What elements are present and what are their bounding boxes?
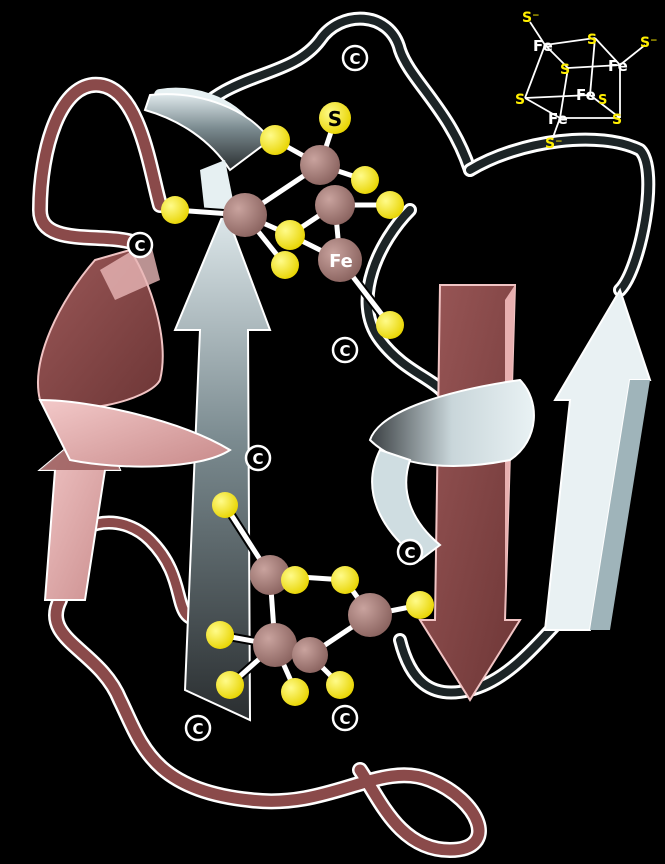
s-atom — [206, 621, 234, 649]
fe-atom — [315, 185, 355, 225]
inset-s: S — [515, 92, 525, 108]
fe4s4-cluster-schematic-inset: S⁻ Fe S S⁻ S Fe Fe S S Fe S S⁻ — [515, 10, 657, 152]
fe-atom — [300, 145, 340, 185]
svg-text:C: C — [252, 450, 263, 468]
inset-fe: Fe — [608, 57, 628, 75]
s-atom — [326, 671, 354, 699]
s-atom — [275, 220, 305, 250]
s-atom — [271, 251, 299, 279]
s-atom — [376, 311, 404, 339]
s-atom — [212, 492, 238, 518]
inset-fe: Fe — [576, 86, 596, 104]
carbon-atom: C — [398, 540, 422, 564]
carbon-atom: C — [246, 446, 270, 470]
s-atom — [260, 125, 290, 155]
inset-s: S — [598, 93, 607, 108]
inset-s: S — [560, 62, 570, 78]
inset-s-minus: S⁻ — [522, 10, 539, 26]
helix-right — [370, 380, 534, 466]
s-atom — [376, 191, 404, 219]
fe-atom — [253, 623, 297, 667]
inset-s: S — [612, 112, 622, 128]
inset-s: S — [587, 32, 597, 48]
inset-s-minus: S⁻ — [640, 35, 657, 51]
svg-text:C: C — [349, 50, 360, 68]
s-atom — [161, 196, 189, 224]
svg-text:C: C — [339, 342, 350, 360]
carbon-atom: C — [333, 338, 357, 362]
carbon-atom: C — [343, 46, 367, 70]
svg-text:C: C — [134, 237, 145, 255]
s-atom — [406, 591, 434, 619]
carbon-atom: C — [128, 233, 152, 257]
s-atom — [281, 678, 309, 706]
sulfur-label: S — [328, 107, 342, 131]
inset-fe: Fe — [548, 110, 568, 128]
s-atom — [351, 166, 379, 194]
inset-fe: Fe — [533, 37, 553, 55]
carbon-atom: C — [186, 716, 210, 740]
fe-atom — [292, 637, 328, 673]
loop-right-white — [470, 140, 648, 290]
iron-label: Fe — [329, 251, 353, 272]
s-atom — [331, 566, 359, 594]
svg-text:C: C — [192, 720, 203, 738]
s-atom — [216, 671, 244, 699]
s-atom — [281, 566, 309, 594]
fe-atom — [348, 593, 392, 637]
inset-s-minus: S⁻ — [545, 136, 562, 152]
carbon-atom: C — [333, 706, 357, 730]
fe-atom — [223, 193, 267, 237]
svg-text:C: C — [404, 544, 415, 562]
svg-text:C: C — [339, 710, 350, 728]
sheet-top-grey — [145, 94, 270, 170]
